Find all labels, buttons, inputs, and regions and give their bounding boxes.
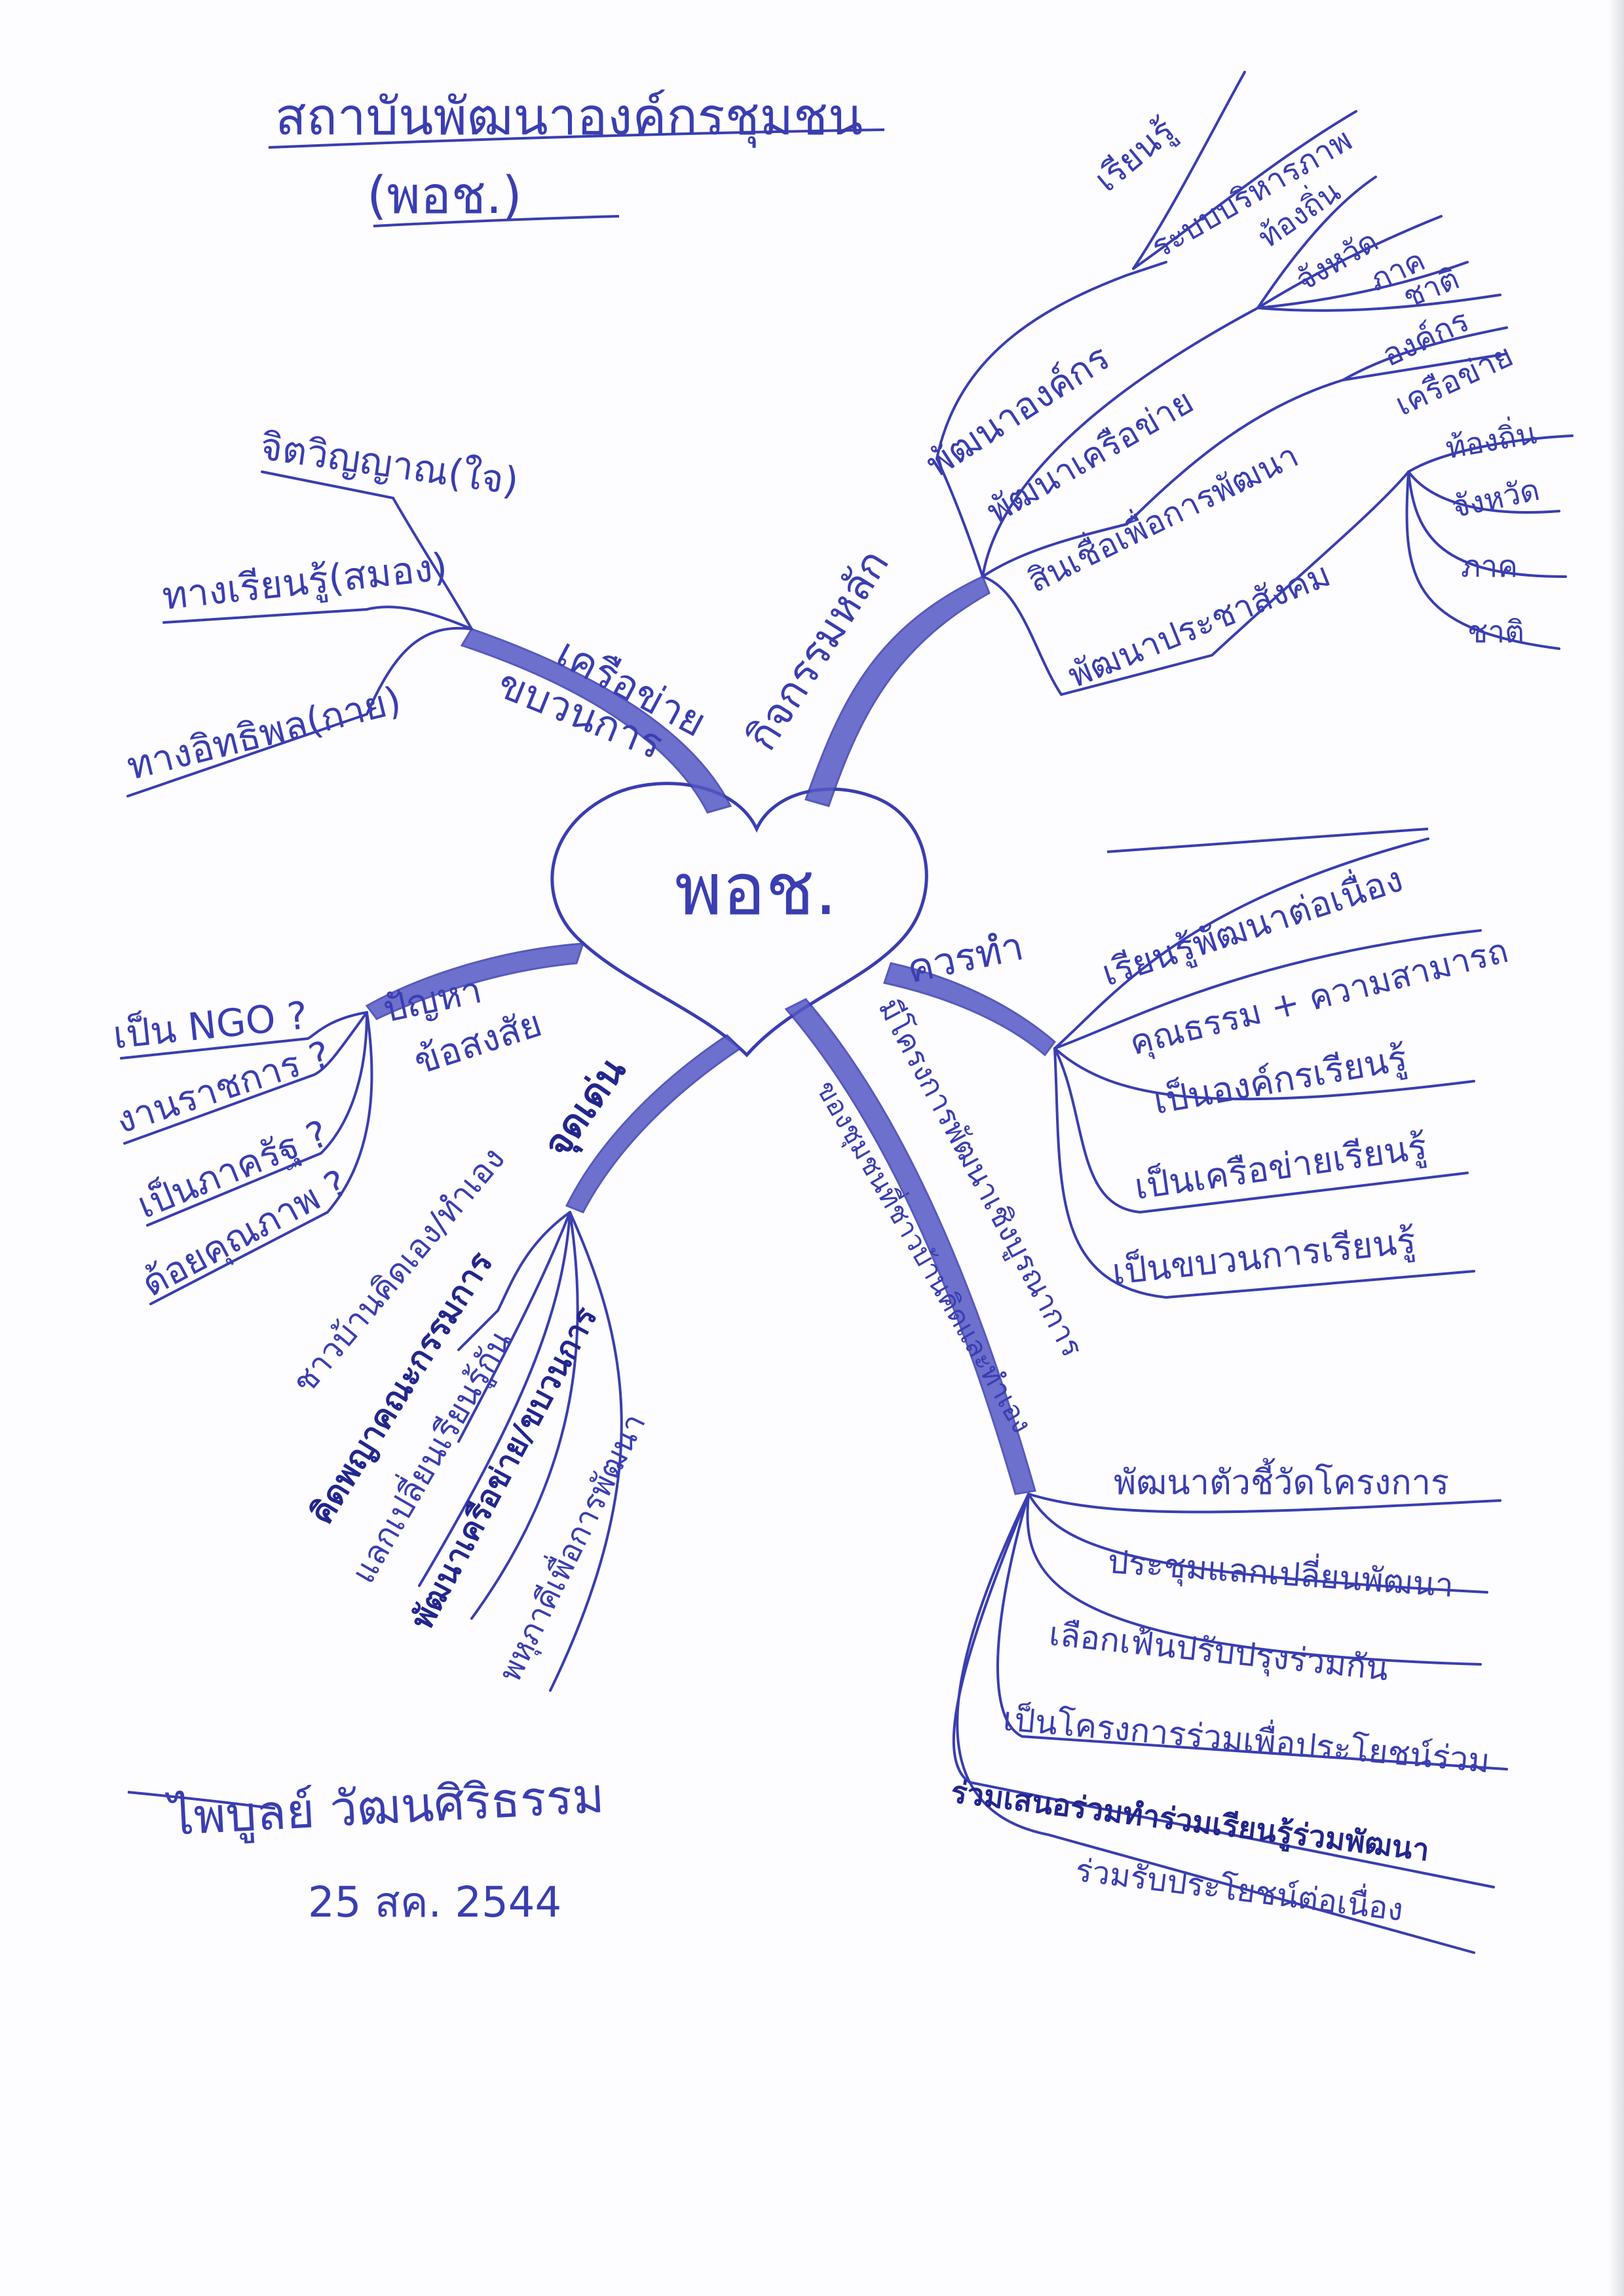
branch-net-nation [1256,294,1501,312]
network-item-spirit: จิตวิญญาณ(ใจ) [257,424,521,505]
signature-flourish [127,1791,276,1810]
branch-core-net [981,307,1259,578]
signature-name: ไพบูลย์ วัฒนศิริธรรม [164,1767,605,1848]
branch-should-4 [1053,1047,1469,1214]
should-item-5: เป็นขบวนการเรียนรู้ [1110,1220,1418,1293]
project-item-5: ร่วมเสนอร่วมทำร่วมเรียนรู้ร่วมพัฒนา [949,1774,1431,1869]
branch-strength-5 [549,1211,623,1692]
network-item-body: ทางอิทธิพล(กาย) [123,678,406,789]
core-group-civil: พัฒนาประชาสังคม [1063,555,1336,696]
project-item-2: ประชุมแลกเปลี่ยนพัฒนา [1106,1539,1455,1605]
core-org-child-learn: เรียนรู้ [1087,111,1183,200]
should-item-1-underline [1106,828,1429,853]
branch-network-3 [126,626,473,797]
branch-prob-quality [149,1011,373,1305]
branch-core-credit [981,353,1508,578]
subtitle-underline [373,215,620,227]
trunk-network [460,628,732,814]
branch-project-4 [996,1493,1508,1770]
branch-net-region [1256,261,1469,309]
branch-strength-3 [418,1211,571,1587]
branch-net-province [1256,215,1443,309]
central-node: พอช. [675,847,837,931]
branch-core-learn [1132,71,1246,270]
branch-core-civil [981,470,1410,697]
trunk-projects [784,998,1036,1495]
branch-should-1 [1053,837,1429,1050]
branch-project-3 [1026,1493,1482,1666]
civil-child-region: ภาค [1461,548,1518,584]
trunk-problems [365,942,585,1020]
civil-child-nation: ชาติ [1467,614,1524,649]
branch-strength-4 [470,1211,579,1620]
branch-strength-1 [457,1211,571,1351]
branch-prob-gov [123,1011,368,1145]
problems-label-line1: ปัญหา [379,969,485,1031]
branch-should-3 [1053,1047,1475,1101]
branch-strength-2 [457,1211,571,1443]
page-subtitle: (พอช.) [367,166,522,225]
core-label: กิจกรรมหลัก [738,541,899,759]
project-item-3: เลือกเฟ้นปรับปรุงร่วมกัน [1048,1615,1391,1689]
should-item-3: เป็นองค์กรเรียนรู้ [1150,1037,1410,1123]
branch-project-6 [956,1493,1475,1954]
central-heart [550,782,928,1058]
branch-civil-local [1407,434,1574,473]
branch-prob-state [146,1011,368,1227]
trunk-strengths [565,1034,742,1214]
branch-core-org [935,261,1167,578]
civil-child-local: ท้องถิ่น [1443,411,1539,465]
title-underline [268,128,885,149]
trunk-core [804,575,991,807]
project-item-4: เป็นโครงการร่วมเพื่อประโยชน์ร่วม [1002,1696,1492,1780]
branch-civil-nation [1405,470,1560,650]
project-item-1: พัฒนาตัวชี้วัดโครงการ [1114,1458,1449,1502]
signature-date: 25 สค. 2544 [308,1879,561,1927]
branch-project-2 [1027,1493,1488,1594]
branch-should-2 [1053,929,1482,1050]
branch-should-5 [1053,1047,1475,1299]
branch-civil-region [1407,470,1567,578]
civil-child-province: จังหวัด [1448,472,1543,525]
branch-project-1 [1027,1493,1501,1514]
branch-credit-org [1342,326,1508,381]
branch-network-2 [162,605,473,630]
branch-network-1 [261,470,473,630]
page-title: สถาบันพัฒนาองค์กรชุมชน [275,88,863,148]
trunk-should [883,962,1057,1057]
net-child-province: จังหวัด [1290,223,1384,297]
branch-net-local [1256,176,1377,309]
branch-civil-province [1407,470,1560,514]
branch-core-system [1132,110,1357,270]
branch-prob-ngo [120,1011,368,1060]
should-label: ควรทำ [903,923,1028,993]
